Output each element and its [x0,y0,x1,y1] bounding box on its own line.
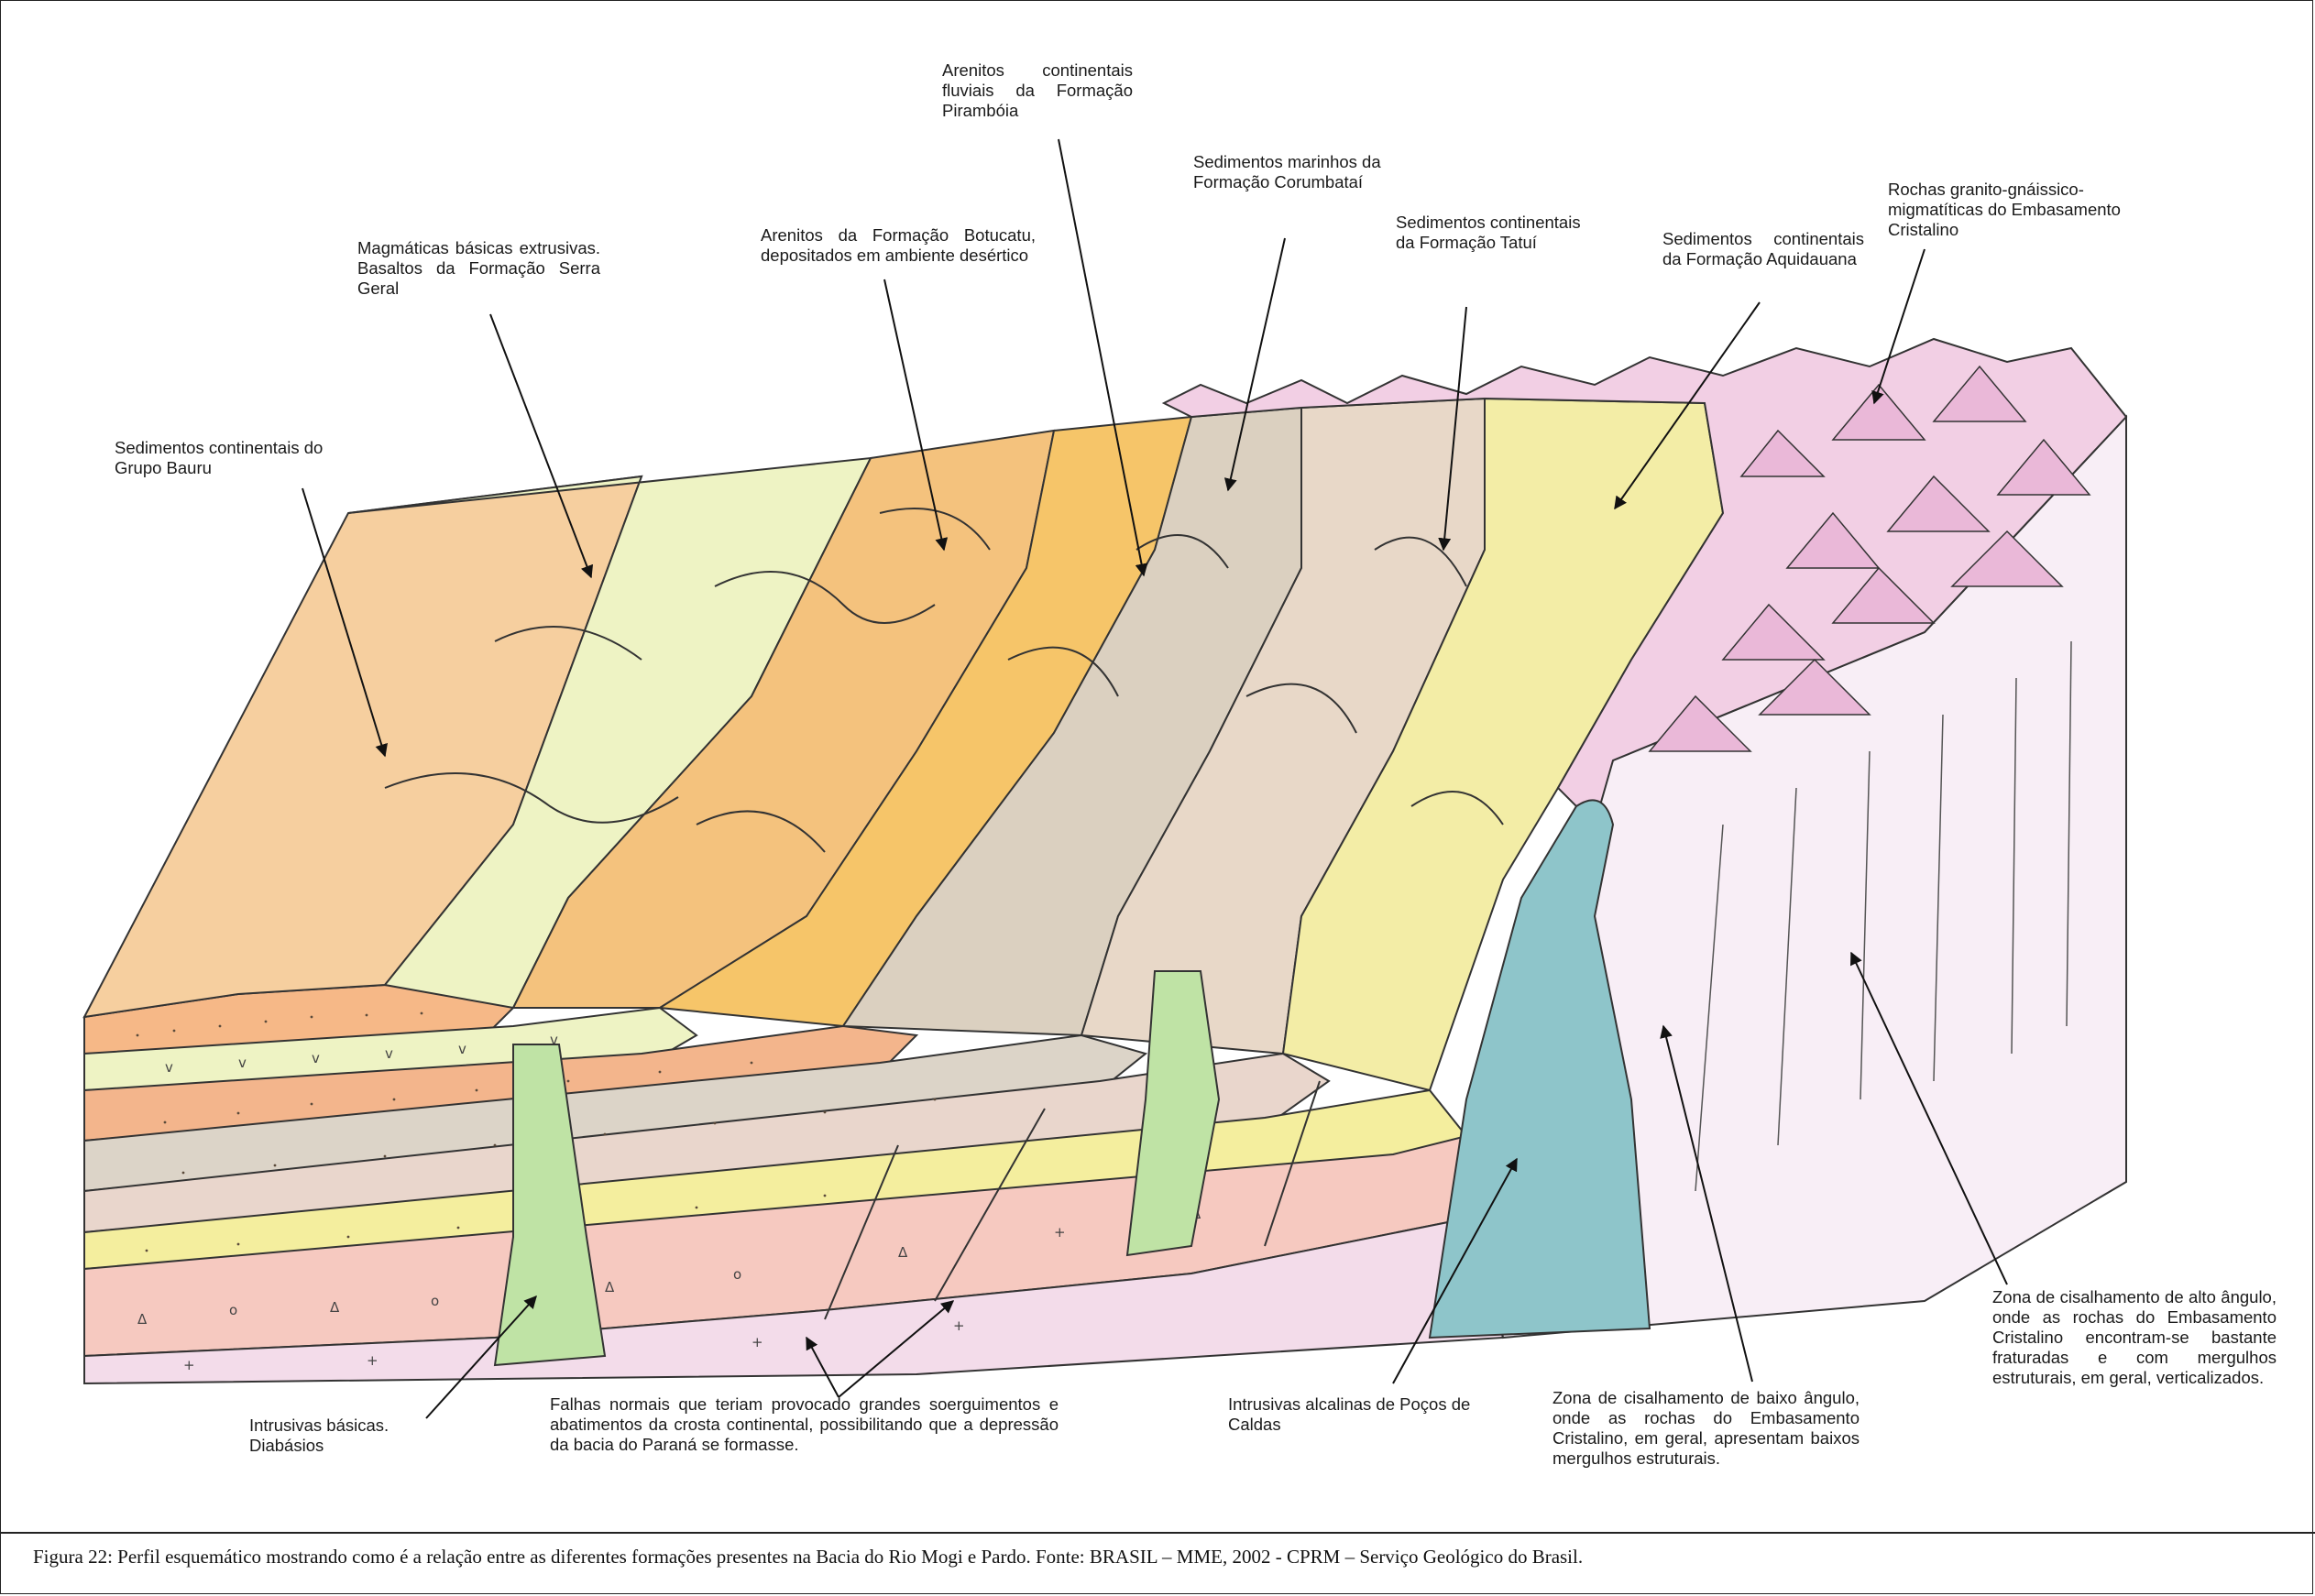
label-aquidauana: Sedimentos continentais da Formação Aqui… [1662,229,1864,269]
svg-text:Δ: Δ [605,1279,615,1295]
label-baixo-angulo: Zona de cisalhamento de baixo ângulo, on… [1552,1388,1860,1469]
figure-caption: Figura 22: Perfil esquemático mostrando … [33,1546,1583,1569]
svg-text:v: v [238,1055,247,1071]
svg-text:Δ: Δ [137,1311,148,1328]
label-tatui: Sedimentos continentais da Formação Tatu… [1396,213,1602,253]
label-serra-geral: Magmáticas básicas extrusivas. Basaltos … [357,238,600,299]
svg-text:v: v [165,1059,173,1076]
label-diabasios: Intrusivas básicas. Diabásios [249,1416,410,1456]
svg-text:Δ: Δ [330,1299,340,1316]
svg-text:+: + [367,1352,379,1369]
svg-text:o: o [431,1293,439,1309]
svg-text:v: v [385,1045,393,1062]
label-alto-angulo: Zona de cisalhamento de alto ângulo, ond… [1992,1287,2277,1388]
label-falhas: Falhas normais que teriam provocado gran… [550,1394,1059,1455]
svg-text:v: v [458,1041,466,1057]
svg-text:o: o [229,1302,237,1318]
svg-text:v: v [312,1050,320,1066]
label-piramboia: Arenitos continentais fluviais da Formaç… [942,60,1133,121]
svg-text:Δ: Δ [898,1244,908,1261]
caption-divider [0,1532,2315,1534]
top-surface [84,399,1723,1090]
svg-text:o: o [733,1266,741,1283]
label-botucatu: Arenitos da Formação Botucatu, depositad… [761,225,1036,266]
label-embasamento: Rochas granito-gnáissico-migmatíticas do… [1888,180,2145,240]
svg-text:+: + [1054,1224,1066,1241]
svg-text:+: + [953,1317,965,1334]
svg-text:+: + [752,1334,763,1350]
label-pocos-caldas: Intrusivas alcalinas de Poços de Caldas [1228,1394,1489,1435]
svg-text:+: + [183,1357,195,1373]
label-grupo-bauru: Sedimentos continentais do Grupo Bauru [115,438,339,478]
label-corumbatai: Sedimentos marinhos da Formação Corumbat… [1193,152,1390,192]
